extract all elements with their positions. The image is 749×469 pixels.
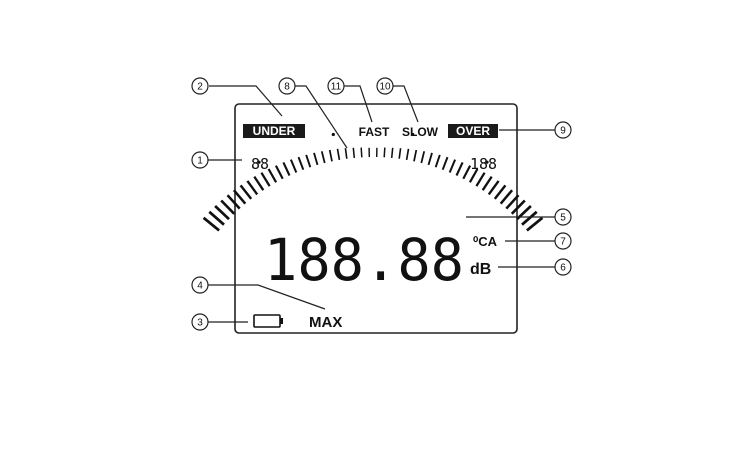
callout-number: 8 <box>284 82 290 93</box>
callout-number: 9 <box>560 126 566 137</box>
callout-number: 6 <box>560 263 566 274</box>
bargraph-segment <box>274 165 284 180</box>
bargraph-segment <box>475 172 486 187</box>
bargraph-segment <box>468 168 479 183</box>
bargraph-segment <box>505 194 520 210</box>
callout-marker-8: 8 <box>278 77 296 95</box>
callout-marker-10: 10 <box>376 77 394 95</box>
main-reading-digits: 188.88 <box>264 226 464 294</box>
bargraph-segment <box>289 159 298 173</box>
unit-label: dB <box>470 261 491 278</box>
callout-number: 1 <box>197 156 203 167</box>
bargraph-segment <box>405 148 410 161</box>
range-high-digits: 188 <box>470 155 497 173</box>
bargraph-segment <box>390 147 394 158</box>
bargraph-segment <box>260 172 271 187</box>
bargraph-segment <box>305 154 312 168</box>
bargraph-segment <box>521 210 538 226</box>
callout-marker-5: 5 <box>554 208 572 226</box>
callout-marker-11: 11 <box>327 77 345 95</box>
bargraph-segment <box>328 149 333 162</box>
bargraph-segment <box>267 168 278 183</box>
bargraph-marker <box>485 160 489 164</box>
bargraph-marker <box>257 160 261 164</box>
slow-label: SLOW <box>402 125 439 139</box>
bargraph-segment <box>448 159 457 173</box>
bargraph-segment <box>510 199 526 215</box>
bargraph-segment <box>455 161 464 176</box>
callout-marker-3: 3 <box>191 313 209 331</box>
callout-number: 5 <box>560 213 566 224</box>
bargraph-segment <box>214 205 230 221</box>
over-indicator: OVER <box>448 124 498 138</box>
callout-marker-9: 9 <box>554 121 572 139</box>
bargraph-segment <box>434 154 441 168</box>
bargraph-segment <box>526 216 544 232</box>
bargraph-segment <box>420 151 426 164</box>
bargraph-segment <box>220 199 236 215</box>
under-indicator: UNDER <box>243 124 305 138</box>
bargraph-segment <box>360 147 363 158</box>
bargraph-segment <box>232 189 247 205</box>
bargraph-segment <box>297 156 305 171</box>
callout-marker-7: 7 <box>554 232 572 250</box>
callout-marker-6: 6 <box>554 258 572 276</box>
callout-number: 7 <box>560 237 566 248</box>
bargraph-segment <box>398 148 402 159</box>
bargraph-segment <box>413 149 418 162</box>
callout-marker-1: 1 <box>191 151 209 169</box>
bargraph-segment <box>253 175 265 191</box>
callout-number: 11 <box>331 82 342 93</box>
fast-label: FAST <box>359 125 390 139</box>
battery-icon <box>253 314 283 328</box>
bargraph-segment <box>487 180 500 196</box>
bargraph-segment <box>462 165 472 180</box>
analog-bargraph <box>202 132 544 232</box>
callout-marker-4: 4 <box>191 276 209 294</box>
callout-number: 3 <box>197 318 203 329</box>
under-label: UNDER <box>253 124 296 138</box>
callout-leaders <box>208 85 555 323</box>
bargraph-marker <box>331 132 335 137</box>
callout-number: 10 <box>379 82 391 93</box>
bargraph-segment <box>336 148 341 161</box>
bargraph-segment <box>352 147 356 158</box>
bargraph-segment <box>493 184 507 200</box>
max-label: MAX <box>309 314 342 331</box>
bargraph-segment <box>313 152 319 166</box>
bargraph-segment <box>441 156 449 171</box>
bargraph-segment <box>202 216 220 232</box>
callout-number: 2 <box>197 82 203 93</box>
bargraph-segment <box>239 184 253 200</box>
over-label: OVER <box>456 124 490 138</box>
weighting-label: ⁰CA <box>473 234 498 249</box>
bargraph-segment <box>282 161 291 176</box>
bargraph-segment <box>208 210 225 226</box>
bargraph-segment <box>427 152 433 166</box>
bargraph-segment <box>383 147 386 158</box>
bargraph-segment <box>320 151 326 164</box>
callout-marker-2: 2 <box>191 77 209 95</box>
callout-number: 4 <box>197 281 203 292</box>
bargraph-segment <box>481 175 493 191</box>
bargraph-segment <box>246 180 259 196</box>
bargraph-marker <box>411 132 415 137</box>
range-low-digits: 88 <box>251 155 269 173</box>
bargraph-segment <box>499 189 514 205</box>
bargraph-segment <box>226 194 241 210</box>
bargraph-segment <box>344 148 348 159</box>
